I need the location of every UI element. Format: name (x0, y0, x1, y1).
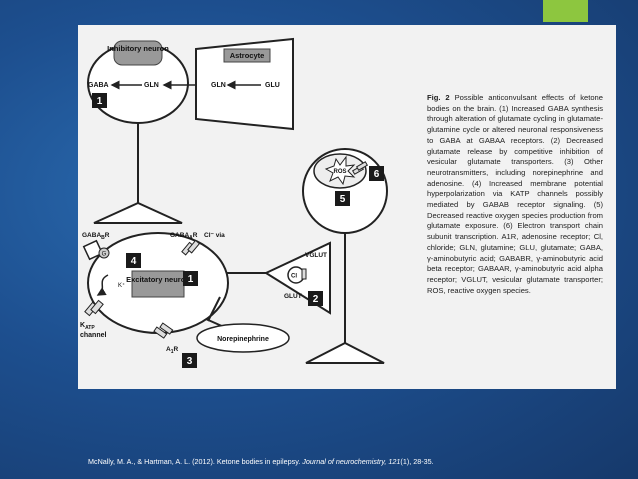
badge-5 (335, 191, 350, 206)
badge-2-label: 2 (313, 294, 319, 305)
badge-5-label: 5 (340, 194, 346, 205)
badge-3 (182, 353, 197, 368)
gabaa-receptor-label: GABAAR (170, 232, 198, 241)
norepinephrine-stem (207, 296, 221, 322)
badge-2 (308, 291, 323, 306)
caption-body: Possible anticonvulsant effects of keton… (427, 93, 603, 295)
norepinephrine-oval (196, 323, 290, 353)
figure-panel: Inhibitory neuron GABA GLN 1 Astrocyte G… (78, 25, 616, 389)
vglut-label: VGLUT (305, 252, 327, 259)
a1r-channel-right (159, 322, 174, 335)
cl-via-label: Cl⁻ via (204, 232, 225, 239)
katp-channel-right (90, 299, 104, 315)
gaba-label: GABA (88, 82, 109, 89)
vglut-channel (301, 268, 307, 280)
gln-right-label: GLN (211, 82, 226, 89)
badge-1-top (92, 93, 107, 108)
citation: McNally, M. A., & Hartman, A. L. (2012).… (88, 457, 434, 466)
badge-6-label: 6 (374, 169, 380, 180)
citation-journal: Journal of neurochemistry, 121 (302, 457, 401, 466)
k-flow-arrow (96, 274, 109, 296)
right-neuron-terminal (305, 341, 385, 364)
astrocyte-label-box (223, 48, 271, 63)
k-plus-label: K⁺ (118, 282, 125, 289)
badge-3-label: 3 (187, 356, 193, 367)
citation-authors: McNally, M. A., & Hartman, A. L. (2012).… (88, 457, 303, 466)
astrocyte-label: Astrocyte (230, 51, 265, 60)
inhibitory-neuron-label-box (113, 40, 163, 66)
badge-1-bottom-label: 1 (188, 274, 194, 285)
ros-burst-icon (324, 155, 356, 186)
g-protein-label: G (102, 252, 107, 258)
channel-label: channel (80, 332, 107, 339)
excitatory-neuron-label: Excitatory neuron (126, 275, 190, 284)
inhibitory-neuron-label: Inhibitory neuron (107, 44, 169, 53)
a1r-channel-left (153, 326, 168, 339)
citation-issue: (1), 28-35. (400, 457, 434, 466)
accent-bar (543, 0, 588, 22)
caption-title: Fig. 2 (427, 93, 450, 102)
gabab-receptor-label: GABABR (82, 232, 110, 241)
katp-label: KATP (80, 322, 95, 331)
gabaa-channel-right (187, 239, 201, 254)
glu-label: GLU (265, 82, 280, 89)
gabab-receptor-icon (82, 239, 104, 261)
badge-1-bottom (183, 271, 198, 286)
gln-left-label: GLN (144, 82, 159, 89)
a1r-label: A1R (166, 346, 178, 355)
ros-label: ROS (333, 169, 346, 175)
badge-4-label: 4 (131, 256, 137, 267)
excitatory-neuron-label-box (131, 270, 185, 298)
etc-channel-right (355, 161, 369, 171)
figure-caption: Fig. 2 Possible anticonvulsant effects o… (427, 93, 603, 296)
glut-label: GLUT (284, 293, 302, 300)
neuron-diagram: Inhibitory neuron GABA GLN 1 Astrocyte G… (80, 37, 388, 368)
norepinephrine-label: Norepinephrine (217, 336, 269, 343)
badge-4 (126, 253, 141, 268)
badge-1-top-label: 1 (97, 96, 103, 107)
inhibitory-terminal (93, 201, 183, 224)
badge-6 (369, 166, 384, 181)
cl-circle-label: Cl (291, 274, 297, 280)
g-protein-icon (98, 247, 110, 259)
